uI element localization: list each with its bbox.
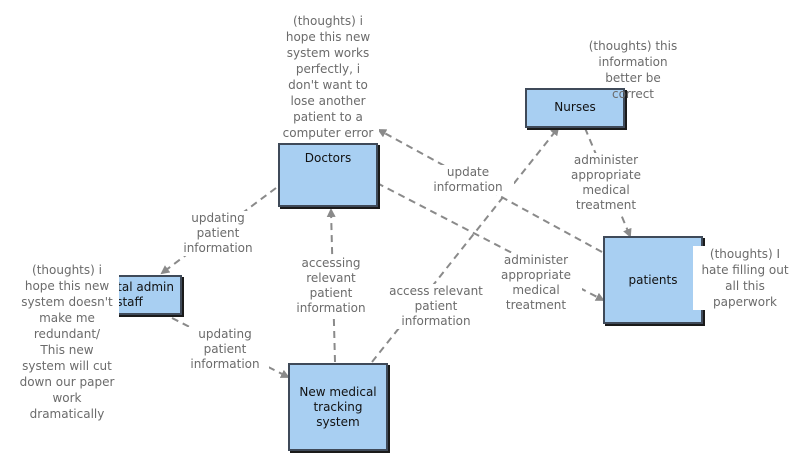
patients-label: patients: [628, 272, 678, 287]
tracking-system-node[interactable]: New medical tracking system: [288, 363, 388, 451]
edge-label-nurses-to-patients: administer appropriate medical treatment: [560, 153, 652, 213]
patients-node[interactable]: patients: [603, 236, 703, 324]
edge-nurses-to-patients: [584, 127, 632, 238]
doctors-label: Doctors: [304, 151, 352, 165]
doctors-thought: (thoughts) i hope this new system works …: [277, 13, 379, 141]
edge-label-system-to-nurses: access relevant patient information: [380, 284, 492, 329]
admin-staff-thought: (thoughts) i hope this new system doesn'…: [15, 262, 119, 422]
nurses-thought: (thoughts) this information better be co…: [588, 39, 678, 101]
edge-doctors-to-patients: [376, 182, 605, 301]
edge-label-admin-to-system: updating patient information: [181, 327, 269, 372]
nurses-node[interactable]: Nurses: [525, 88, 625, 128]
edge-label-doctors-to-patients: administer appropriate medical treatment: [490, 253, 582, 313]
edge-label-system-to-doctors: accessing relevant patient information: [288, 256, 374, 316]
edge-label-doctors-to-admin: updating patient information: [175, 211, 261, 256]
doctors-node[interactable]: Doctors: [278, 143, 378, 207]
tracking-system-label: New medical tracking system: [299, 384, 377, 429]
patients-thought: (thoughts) I hate filling out all this p…: [693, 246, 797, 310]
edge-patients-to-doctors: [377, 129, 603, 253]
edge-label-patients-to-doctors: update information: [422, 165, 514, 195]
nurses-label: Nurses: [554, 100, 596, 114]
